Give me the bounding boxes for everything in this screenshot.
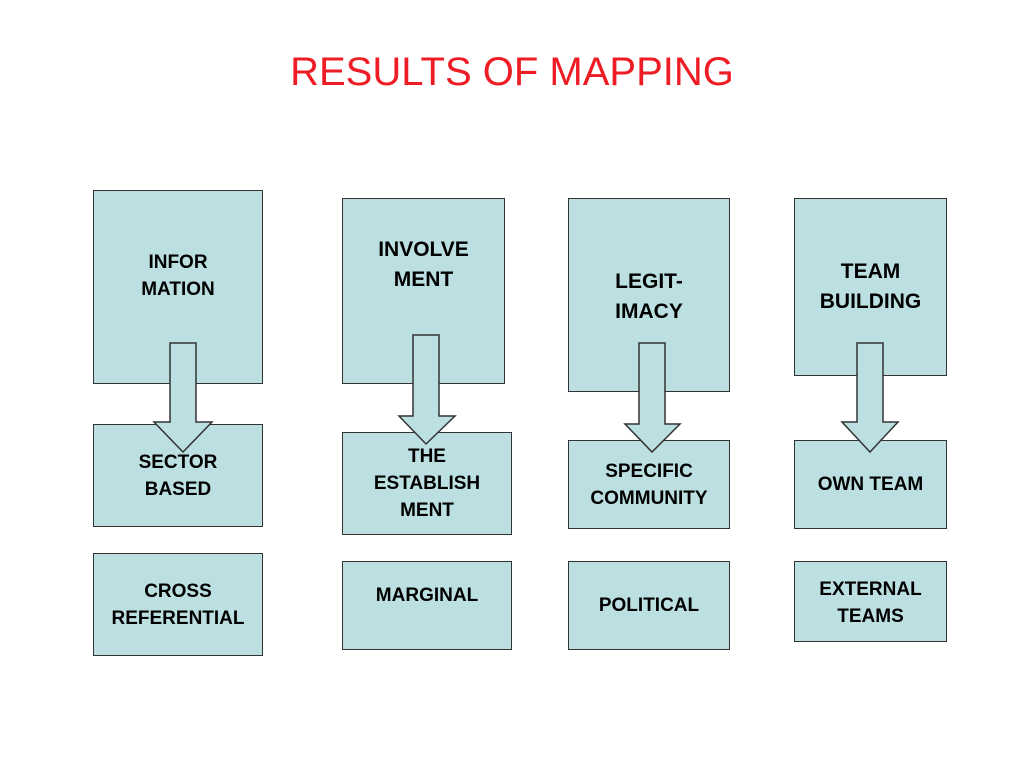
box-team-building-label: TEAM BUILDING	[819, 260, 922, 313]
box-political-label: POLITICAL	[598, 595, 700, 616]
box-external-teams: EXTERNAL TEAMS	[794, 561, 947, 642]
box-the-establishment: THE ESTABLISH MENT	[342, 432, 512, 535]
down-arrow-icon	[623, 342, 682, 454]
box-political: POLITICAL	[568, 561, 730, 650]
box-involvement: INVOLVE MENT	[342, 198, 505, 384]
down-arrow-shape	[623, 342, 682, 454]
box-involvement-label: INVOLVE MENT	[378, 238, 469, 291]
box-legitimacy-label: LEGIT- IMACY	[615, 270, 683, 323]
box-the-establishment-label: THE ESTABLISH MENT	[373, 446, 481, 521]
box-marginal: MARGINAL	[342, 561, 512, 650]
down-arrow-shape	[152, 342, 214, 454]
box-own-team: OWN TEAM	[794, 440, 947, 529]
box-sector-based-label: SECTOR BASED	[138, 451, 218, 500]
box-specific-community: SPECIFIC COMMUNITY	[568, 440, 730, 529]
box-external-teams-label: EXTERNAL TEAMS	[819, 579, 922, 627]
down-arrow-shape	[840, 342, 900, 454]
box-cross-referential-label: CROSS REFERENTIAL	[111, 580, 245, 629]
down-arrow-shape	[397, 334, 457, 446]
box-cross-referential: CROSS REFERENTIAL	[93, 553, 263, 656]
box-own-team-label: OWN TEAM	[817, 474, 924, 495]
down-arrow-icon	[152, 342, 214, 454]
box-specific-community-label: SPECIFIC COMMUNITY	[590, 460, 708, 509]
down-arrow-icon	[840, 342, 900, 454]
down-arrow-icon	[397, 334, 457, 446]
box-marginal-label: MARGINAL	[375, 585, 479, 606]
slide-title: RESULTS OF MAPPING	[290, 50, 734, 94]
box-information-label: INFOR MATION	[141, 252, 215, 300]
